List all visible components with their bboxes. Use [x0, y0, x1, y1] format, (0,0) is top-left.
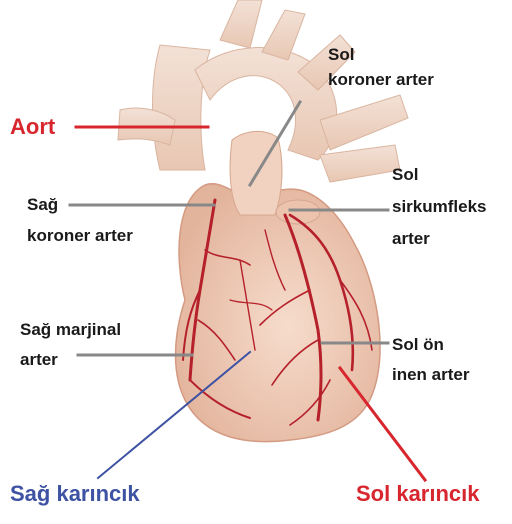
label-sol-karincik: Sol karıncık: [356, 480, 480, 508]
label-sol-sirkumfleks-arter: Sol sirkumfleks arter: [392, 159, 487, 255]
label-sol-sirkumfleks-line1: Sol: [392, 159, 487, 191]
label-sol-on-inen-line2: inen arter: [392, 360, 469, 390]
label-sol-koroner-line2: koroner arter: [328, 67, 434, 92]
label-aort: Aort: [10, 113, 55, 141]
label-sag-koroner-line1: Sağ: [27, 192, 133, 217]
label-sag-karincik: Sağ karıncık: [10, 480, 140, 508]
label-sag-koroner-arter: Sağ koroner arter: [27, 192, 133, 248]
label-sag-marjinal-line1: Sağ marjinal: [20, 315, 121, 345]
label-sag-koroner-line2: koroner arter: [27, 223, 133, 248]
label-sol-sirkumfleks-line2: sirkumfleks: [392, 191, 487, 223]
label-sol-on-inen-arter: Sol ön inen arter: [392, 330, 469, 390]
label-sol-on-inen-line1: Sol ön: [392, 330, 469, 360]
label-sol-koroner-line1: Sol: [328, 42, 434, 67]
label-sol-koroner-arter: Sol koroner arter: [328, 42, 434, 92]
label-sag-marjinal-arter: Sağ marjinal arter: [20, 315, 121, 375]
label-sol-sirkumfleks-line3: arter: [392, 223, 487, 255]
label-sag-marjinal-line2: arter: [20, 345, 121, 375]
